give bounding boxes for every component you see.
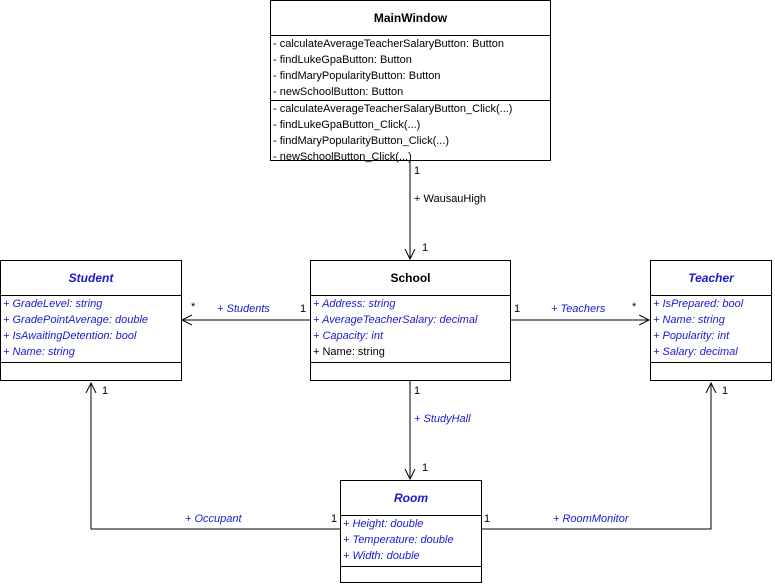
- students-role-label: + Students: [217, 303, 270, 315]
- mainwindow-methods: - calculateAverageTeacherSalaryButton_Cl…: [271, 101, 550, 165]
- mainwindow-field: - findLukeGpaButton: Button: [273, 54, 412, 66]
- school-fields: + Address: string + AverageTeacherSalary…: [311, 296, 510, 363]
- students-dst-multiplicity: *: [191, 301, 196, 313]
- occupant-role-label: + Occupant: [185, 513, 242, 525]
- school-class-name: School: [311, 261, 510, 296]
- school-class-box[interactable]: School + Address: string + AverageTeache…: [310, 260, 511, 381]
- mainwindow-class-name: MainWindow: [271, 1, 550, 36]
- school-field: + Capacity: int: [313, 330, 384, 342]
- mainwindow-field: - findMaryPopularityButton: Button: [273, 70, 441, 82]
- school-field: + Name: string: [313, 346, 385, 358]
- mainwindow-field: - calculateAverageTeacherSalaryButton: B…: [273, 38, 504, 50]
- school-field: + Address: string: [313, 298, 396, 310]
- student-class-box[interactable]: Student + GradeLevel: string + GradePoin…: [0, 260, 182, 381]
- student-field: + GradeLevel: string: [3, 298, 103, 310]
- teacher-fields: + IsPrepared: bool + Name: string + Popu…: [651, 296, 771, 363]
- mainwindow-method: - findLukeGpaButton_Click(...): [273, 119, 421, 131]
- teacher-field: + Name: string: [653, 314, 725, 326]
- mainwindow-method: - newSchoolButton_Click(...): [273, 151, 412, 163]
- teacher-field: + IsPrepared: bool: [653, 298, 744, 310]
- roommonitor-src-multiplicity: 1: [484, 513, 491, 525]
- student-class-name: Student: [1, 261, 181, 296]
- occupant-line: [91, 383, 340, 530]
- wausau-role-label: + WausauHigh: [414, 193, 487, 205]
- room-field: + Height: double: [343, 518, 424, 530]
- student-field: + GradePointAverage: double: [3, 314, 149, 326]
- room-field: + Temperature: double: [343, 534, 454, 546]
- mainwindow-class-box[interactable]: MainWindow - calculateAverageTeacherSala…: [270, 0, 551, 163]
- teacher-class-name: Teacher: [651, 261, 771, 296]
- roommonitor-role-label: + RoomMonitor: [553, 513, 629, 525]
- teacher-class-box[interactable]: Teacher + IsPrepared: bool + Name: strin…: [650, 260, 772, 381]
- room-fields: + Height: double + Temperature: double +…: [341, 516, 481, 567]
- studyhall-role-label: + StudyHall: [414, 413, 471, 425]
- wausau-dst-multiplicity: 1: [422, 242, 429, 254]
- mainwindow-method: - findMaryPopularityButton_Click(...): [273, 135, 450, 147]
- roommonitor-line: [482, 383, 711, 530]
- studyhall-dst-multiplicity: 1: [422, 462, 429, 474]
- occupant-dst-multiplicity: 1: [102, 385, 109, 397]
- room-class-box[interactable]: Room + Height: double + Temperature: dou…: [340, 480, 482, 583]
- mainwindow-field: - newSchoolButton: Button: [273, 86, 404, 98]
- roommonitor-dst-multiplicity: 1: [722, 385, 729, 397]
- school-field: + AverageTeacherSalary: decimal: [313, 314, 478, 326]
- student-field: + Name: string: [3, 346, 75, 358]
- student-field: + IsAwaitingDetention: bool: [3, 330, 137, 342]
- students-src-multiplicity: 1: [300, 303, 307, 315]
- mainwindow-method: - calculateAverageTeacherSalaryButton_Cl…: [273, 103, 513, 115]
- teachers-dst-multiplicity: *: [632, 301, 637, 313]
- room-field: + Width: double: [343, 550, 420, 562]
- studyhall-src-multiplicity: 1: [414, 385, 421, 397]
- wausau-src-multiplicity: 1: [414, 165, 421, 177]
- mainwindow-fields: - calculateAverageTeacherSalaryButton: B…: [271, 36, 550, 101]
- teachers-src-multiplicity: 1: [514, 303, 521, 315]
- teacher-field: + Popularity: int: [653, 330, 730, 342]
- occupant-src-multiplicity: 1: [331, 513, 338, 525]
- room-class-name: Room: [341, 481, 481, 516]
- teacher-field: + Salary: decimal: [653, 346, 738, 358]
- student-fields: + GradeLevel: string + GradePointAverage…: [1, 296, 181, 363]
- teachers-role-label: + Teachers: [551, 303, 606, 315]
